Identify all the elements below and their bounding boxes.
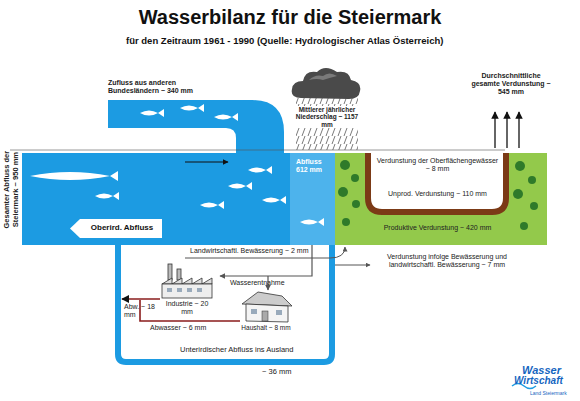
tree [352,200,360,208]
total-runoff-label: Gesamter Abfluss der Steiermark ~ 950 mm [3,142,20,237]
groundwater-value: ~ 36 mm [262,368,291,377]
window [197,288,202,292]
irrigation-evaporation-line [335,265,370,266]
withdrawal-label: Wasserentnahme [230,279,285,287]
fish [300,218,324,226]
runoff-area [290,153,335,245]
vegetation-area [335,153,547,245]
fish [200,201,224,209]
runoff-label: Abfluss 612 mm [296,158,332,174]
fish [95,192,119,200]
chimney [168,264,172,280]
fish [214,113,238,121]
node-label: Industrie ~ 20 mm [164,300,210,316]
inflow-label: Zufluss aus anderen Bundesländern ~ 340 … [108,79,208,95]
tree [515,161,525,171]
ground-line [10,150,505,151]
irrigation-evaporation-label: Verdunstung infolge Bewässerung und land… [372,253,522,269]
diagram-title: Wasserbilanz für die Steiermark [0,6,580,29]
unproductive-evaporation-band [368,153,506,212]
evaporation-arrow [506,112,508,148]
evaporation-arrow [494,112,496,148]
rain-cloud [292,68,361,99]
window [251,309,257,314]
logo-text: Wasser [522,364,561,377]
window [167,288,172,292]
fish [140,109,164,117]
factory-building [162,284,212,298]
logo-text: Wirtschaft [514,375,563,387]
window [177,288,182,292]
node-label: Oberird. Abfluss [84,223,160,232]
groundwater-channel [118,245,332,362]
flow-arrow [185,161,228,162]
fish-group [30,104,324,226]
surface-water [22,153,335,245]
tree [338,187,348,197]
factory-roof [162,278,212,284]
groundwater-label: Unterirdischer Abfluss ins Ausland [180,346,293,355]
wastewater-label: Abwasser ~ 6 mm [150,324,206,332]
evaporation-arrow [518,112,520,148]
household-house: Haushalt ~ 8 mm [236,290,296,336]
unproductive-evaporation-label: Unprod. Verdunstung ~ 110 mm [375,190,500,198]
pike [30,171,118,181]
chimney [177,269,181,280]
wastewater-line [122,298,160,300]
evaporation-basin [368,153,506,212]
fish [248,166,272,174]
irrigation-line [185,247,345,258]
house-wall [246,304,288,322]
fish [180,104,204,112]
tree [513,189,523,199]
fish [262,196,286,204]
arrow-shape [70,219,162,238]
door [262,311,268,321]
inflow-channel [108,100,284,155]
surface-runoff-arrow: Oberird. Abfluss [70,219,162,238]
tree [342,218,350,226]
tree [528,176,536,184]
node-label: Haushalt ~ 8 mm [236,324,296,331]
surface-evaporation-label: Verdunstung der Oberflächengewässer ~ 8 … [375,157,500,173]
logo-subtext: Land Steiermark [530,391,567,397]
productive-evaporation-label: Produktive Verdunstung ~ 420 mm [375,224,500,232]
industry-building: Industrie ~ 20 mm [158,262,216,320]
cloud-highlight [309,74,337,81]
window [187,288,192,292]
evaporation-total-label: Durchschnittliche gesamte Verdunstung ~ … [468,72,554,96]
precipitation-cloud: Mittlerer jährlicher Niederschlag ~ 1157… [289,66,365,146]
fish [228,182,252,190]
tree [530,202,538,210]
wastewater-label: Abw. ~ 18 mm [124,303,156,319]
subtitle: für den Zeitraum 1961 - 1990 (Quelle: Hy… [126,36,443,47]
tree [520,222,528,230]
wastewater-line [140,300,240,321]
tree [340,160,350,170]
irrigation-label: Landwirtschaftl. Bewässerung ~ 2 mm [190,247,308,255]
tree [351,174,359,182]
node-label: Mittlerer jährlicher Niederschlag ~ 1157… [292,106,362,128]
window [276,310,282,315]
